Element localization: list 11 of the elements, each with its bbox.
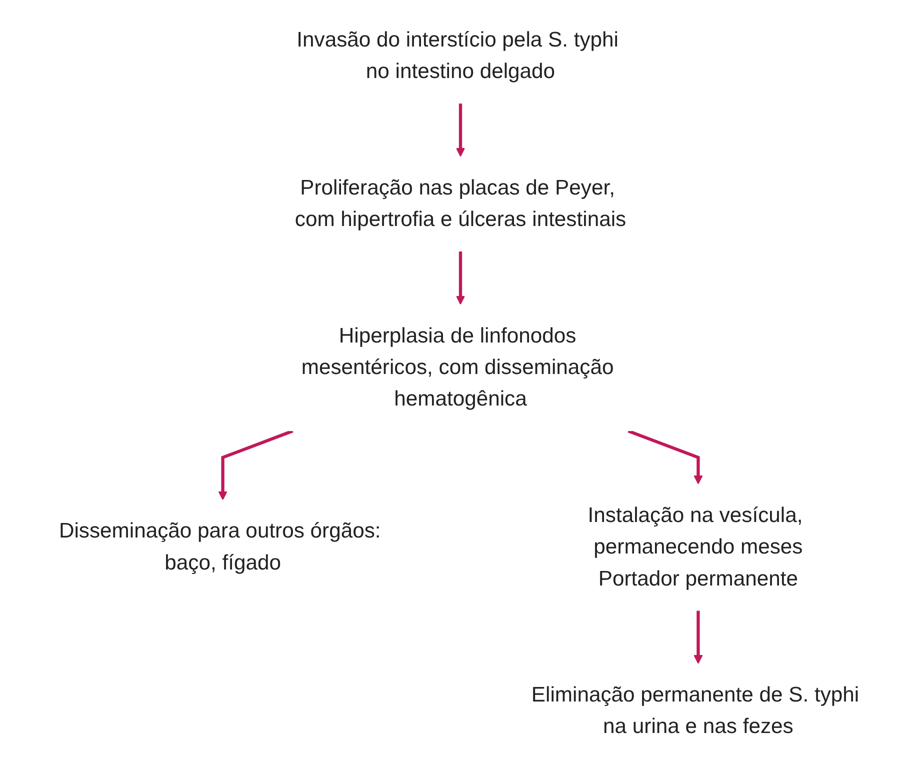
node-text: Hiperplasia de linfonodos mesentéricos, com disseminação hematogênica xyxy=(301,324,614,411)
arrow xyxy=(218,430,294,500)
node-text: Disseminação para outros órgãos: baço, fígado xyxy=(58,520,381,575)
arrow xyxy=(628,430,703,484)
node-text: Instalação na vesícula, permanecendo meses Portador permanente xyxy=(588,504,803,591)
arrow xyxy=(694,610,703,664)
arrow xyxy=(456,251,466,305)
node-text: Invasão do interstício pela S. typhi no intestino delgado xyxy=(296,28,618,84)
node-text: Proliferação nas placas de Peyer, com hipertrofia e úlceras intestinais xyxy=(294,176,626,232)
node-text: Eliminação permanente de S. typhi na urina e nas fezes xyxy=(531,684,860,738)
arrow xyxy=(456,104,466,157)
